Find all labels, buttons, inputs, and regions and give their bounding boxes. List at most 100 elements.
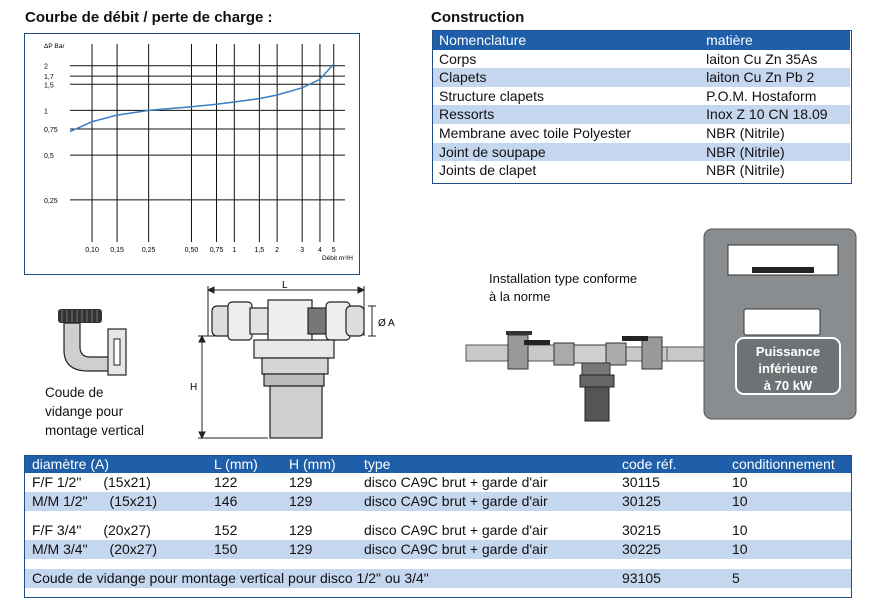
x-tick-label: 1,5 — [254, 247, 264, 254]
construction-part: Ressorts — [433, 105, 657, 124]
diameter-thread: F/F 3/4" — [32, 522, 82, 538]
construction-material: NBR (Nitrile) — [706, 162, 785, 179]
product-header-diameter: diamètre (A) — [25, 456, 207, 473]
construction-row: Structure clapets P.O.M. Hostaform — [433, 87, 850, 106]
packaging-cell: 10 — [725, 492, 851, 511]
construction-material: NBR (Nitrile) — [706, 124, 785, 141]
construction-header-matiere: matière — [656, 31, 850, 50]
product-header-height: H (mm) — [282, 456, 357, 473]
diameter-cell: F/F 1/2"(15x21) — [25, 473, 207, 492]
diameter-size: (15x21) — [109, 493, 158, 509]
table-row: M/M 3/4" (20x27) 150 129 disco CA9C brut … — [25, 540, 851, 559]
diameter-cell: M/M 1/2" (15x21) — [25, 492, 207, 511]
footer-text-cell: Coude de vidange pour montage vertical p… — [25, 569, 615, 588]
y-tick-label: 1,7 — [44, 74, 54, 81]
y-tick-label: 2 — [44, 64, 48, 71]
pressure-curve-line — [69, 63, 335, 133]
footer-row: Coude de vidange pour montage vertical p… — [25, 569, 851, 588]
diameter-size: (20x27) — [103, 522, 151, 538]
spacer-row — [25, 559, 851, 569]
height-cell: 129 — [282, 540, 357, 559]
type-cell: disco CA9C brut + garde d'air — [364, 522, 548, 538]
code-cell: 30215 — [622, 522, 661, 538]
product-header-code: code réf. — [615, 456, 725, 473]
boiler-label-line: Puissance — [756, 344, 820, 359]
construction-part: Clapets — [433, 68, 657, 87]
construction-material: P.O.M. Hostaform — [706, 87, 817, 104]
boiler-label-line: inférieure — [758, 361, 817, 376]
packaging-cell: 10 — [732, 474, 748, 490]
code-cell: 93105 — [615, 569, 725, 588]
x-tick-label: 4 — [318, 247, 322, 254]
product-table-grid: diamètre (A) L (mm) H (mm) type code réf… — [25, 456, 851, 588]
spacer-row — [25, 511, 851, 521]
construction-row: Corps laiton Cu Zn 35As — [433, 50, 850, 69]
height-cell: 129 — [282, 492, 357, 511]
construction-row: Membrane avec toile Polyester NBR (Nitril… — [433, 124, 850, 143]
dimension-h-label: H — [190, 382, 197, 393]
construction-material: Inox Z 10 CN 18.09 — [656, 105, 850, 124]
y-tick-label: 1,5 — [44, 82, 54, 89]
construction-table-frame — [432, 30, 852, 184]
length-cell: 152 — [214, 522, 238, 538]
installation-illustration: Puissance inférieure à 70 kW — [465, 228, 857, 422]
diameter-thread: M/M 1/2" — [32, 493, 88, 509]
y-tick-label: 0,75 — [44, 127, 58, 134]
x-tick-label: 0,25 — [142, 247, 156, 254]
x-tick-label: 0,75 — [210, 247, 224, 254]
elbow-caption-line: Coude de — [45, 385, 104, 400]
code-cell: 30225 — [615, 540, 725, 559]
product-header-packaging: conditionnement — [725, 456, 851, 473]
type-cell: disco CA9C brut + garde d'air — [364, 474, 548, 490]
diameter-cell: M/M 3/4" (20x27) — [25, 540, 207, 559]
chart-title: Courbe de débit / perte de charge : — [25, 9, 273, 26]
installation-caption-line: à la norme — [489, 289, 551, 304]
construction-part: Membrane avec toile Polyester — [439, 124, 632, 141]
diameter-size: (20x27) — [109, 541, 158, 557]
spacer-cell — [25, 511, 851, 521]
product-header-length: L (mm) — [207, 456, 282, 473]
length-cell: 122 — [214, 474, 238, 490]
construction-part: Corps — [439, 50, 477, 67]
type-cell: disco CA9C brut + garde d'air — [357, 540, 615, 559]
construction-header-nomenclature: Nomenclature — [433, 31, 657, 50]
x-tick-label: 5 — [332, 247, 336, 254]
x-tick-label: 1 — [232, 247, 236, 254]
table-row: F/F 1/2"(15x21) 122 129 disco CA9C brut … — [25, 473, 851, 492]
x-tick-label: 0,10 — [85, 247, 99, 254]
height-cell: 129 — [289, 474, 313, 490]
x-tick-label: 3 — [300, 247, 304, 254]
packaging-cell: 5 — [725, 569, 851, 588]
installation-caption: Installation type conforme à la norme — [489, 270, 637, 306]
y-tick-label: 1 — [44, 108, 48, 115]
code-cell: 30115 — [622, 474, 660, 490]
construction-row: Joints de clapet NBR (Nitrile) — [433, 161, 850, 180]
diameter-thread: M/M 3/4" — [32, 541, 88, 557]
spacer-cell — [25, 559, 851, 569]
construction-part: Joints de clapet — [439, 162, 537, 179]
packaging-cell: 10 — [725, 540, 851, 559]
construction-part: Structure clapets — [439, 87, 545, 104]
dimension-l-label: L — [282, 280, 288, 291]
height-cell: 129 — [289, 522, 313, 538]
boiler-label-line: à 70 kW — [764, 378, 813, 393]
type-cell: disco CA9C brut + garde d'air — [357, 492, 615, 511]
length-cell: 150 — [207, 540, 282, 559]
installation-caption-line: Installation type conforme — [489, 271, 638, 286]
construction-title: Construction — [431, 9, 525, 26]
dimension-a-label: Ø A — [378, 318, 395, 329]
elbow-caption: Coude de vidange pour montage vertical — [45, 383, 144, 440]
table-row: F/F 3/4" (20x27) 152 129 disco CA9C brut … — [25, 521, 851, 540]
construction-material: laiton Cu Zn 35As — [706, 50, 818, 67]
x-tick-label: 0,50 — [185, 247, 199, 254]
diameter-cell: F/F 3/4" (20x27) — [25, 521, 207, 540]
y-axis-label: ΔP Bar — [44, 43, 65, 50]
construction-table: Nomenclature matière Corps laiton Cu Zn 3… — [433, 31, 850, 180]
y-tick-label: 0,25 — [44, 198, 58, 205]
y-tick-label: 0,5 — [44, 153, 54, 160]
